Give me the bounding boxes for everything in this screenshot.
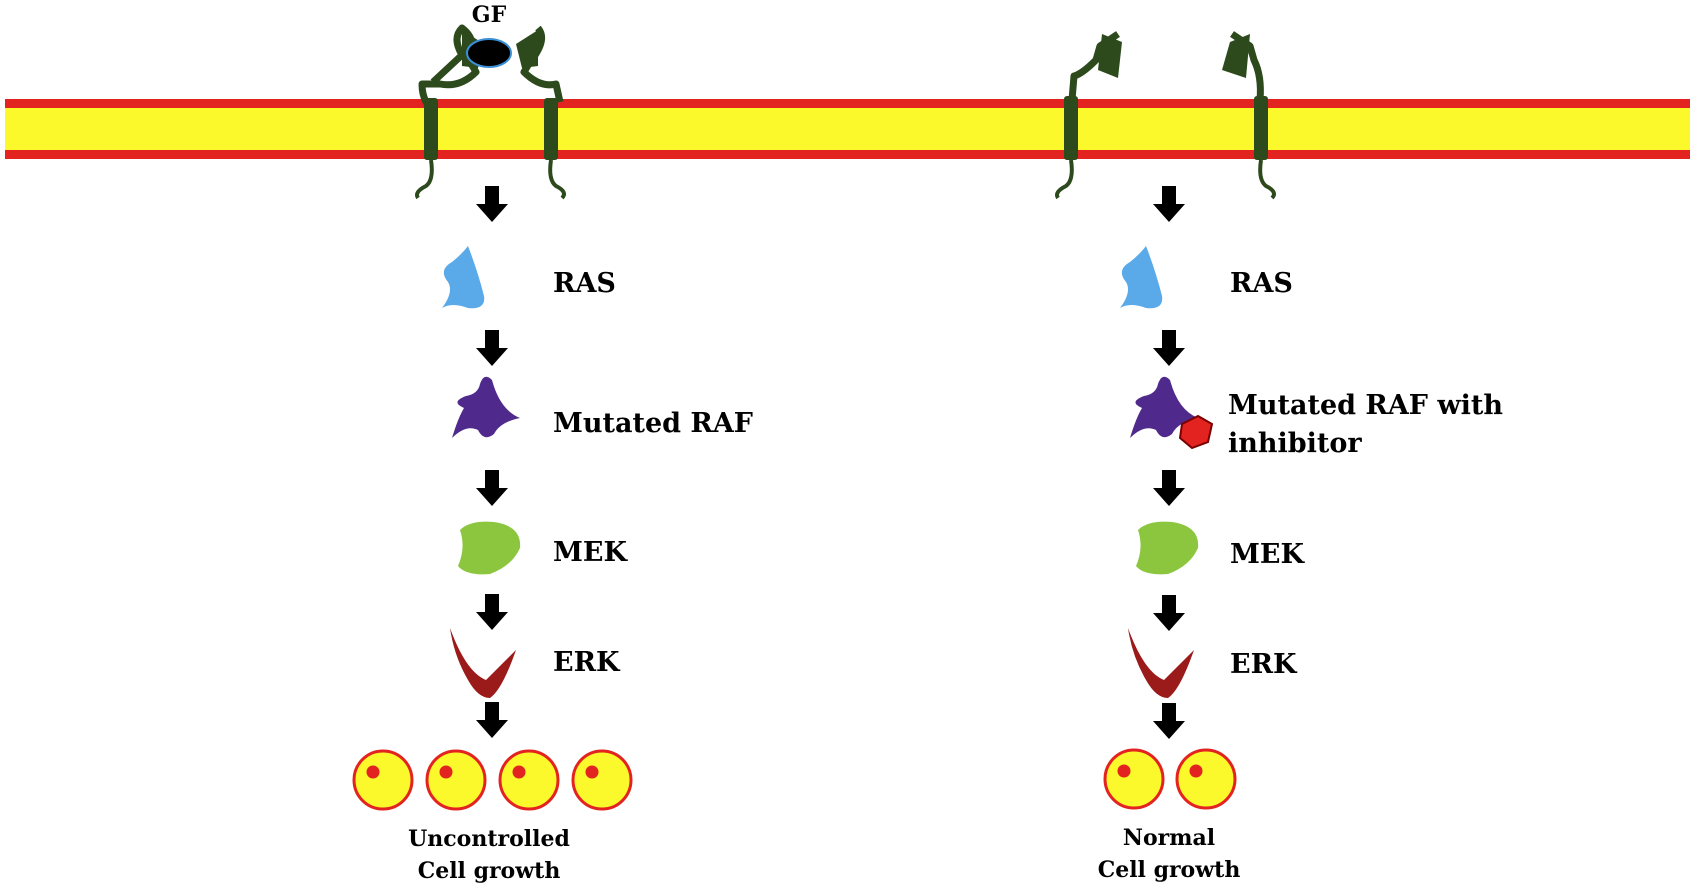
ras-icon [1120, 246, 1163, 309]
gf-label: GF [472, 2, 507, 28]
growth-factor-ligand [466, 38, 512, 68]
nucleus [366, 765, 380, 779]
down-arrow-icon [476, 594, 508, 630]
cell-icon [352, 749, 414, 811]
down-arrow-icon [476, 330, 508, 366]
receptor-right-transmembrane [544, 98, 558, 160]
erk-label: ERK [553, 647, 621, 678]
receptor-left-transmembrane [1064, 96, 1078, 160]
down-arrow-icon [1153, 703, 1185, 739]
down-arrow-icon [1153, 595, 1185, 631]
raf-label-line1: Mutated RAF with [1228, 390, 1503, 421]
receptor-pair-inactive [1055, 31, 1276, 200]
mek-label: MEK [1230, 539, 1305, 570]
cells-uncontrolled-growth [352, 749, 633, 811]
raf-icon [1130, 376, 1198, 438]
receptor-right-transmembrane [1254, 96, 1268, 160]
down-arrow-icon [476, 186, 508, 222]
outcome-left-line1: Uncontrolled [408, 826, 570, 852]
inhibitor-icon [1178, 414, 1214, 450]
receptor-left-arm [418, 24, 480, 106]
mek-icon [1136, 521, 1199, 575]
nucleus [585, 765, 599, 779]
ras-icon [442, 246, 485, 309]
outcome-right-line2: Cell growth [1098, 857, 1241, 883]
erk-label: ERK [1230, 649, 1298, 680]
down-arrow-icon [1153, 186, 1185, 222]
erk-icon [1128, 628, 1194, 698]
down-arrow-icon [476, 702, 508, 738]
cell-membrane [5, 99, 1690, 159]
raf-label-line2: inhibitor [1228, 428, 1362, 459]
nucleus [512, 765, 526, 779]
arrows-left-column [476, 186, 508, 738]
mek-label: MEK [553, 537, 628, 568]
outcome-right-line1: Normal [1123, 825, 1215, 851]
down-arrow-icon [1153, 330, 1185, 366]
cell-icon [1103, 748, 1165, 810]
cells-normal-growth [1103, 748, 1237, 810]
receptor-dimer-active [415, 24, 566, 200]
cell-icon [425, 749, 487, 811]
raf-icon [452, 376, 520, 438]
nucleus [1117, 764, 1131, 778]
cell-icon [1175, 748, 1237, 810]
down-arrow-icon [1153, 470, 1185, 506]
receptor-right-arm [520, 25, 564, 103]
receptor-left-transmembrane [424, 98, 438, 160]
mek-icon [458, 521, 521, 575]
outcome-left-line2: Cell growth [418, 858, 561, 884]
nucleus [1189, 764, 1203, 778]
raf-label: Mutated RAF [553, 408, 753, 439]
arrows-right-column [1153, 186, 1185, 739]
ras-label: RAS [1230, 268, 1293, 299]
cell-icon [498, 749, 560, 811]
ras-label: RAS [553, 268, 616, 299]
down-arrow-icon [476, 470, 508, 506]
erk-icon [450, 628, 516, 698]
cell-icon [571, 749, 633, 811]
nucleus [439, 765, 453, 779]
